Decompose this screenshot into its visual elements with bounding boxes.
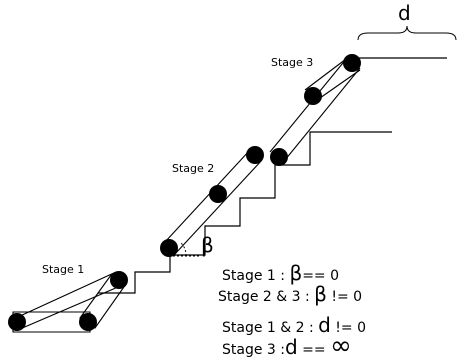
stage2-label: Stage 2	[172, 162, 214, 175]
beta-angle-indicator	[169, 242, 200, 257]
stage1-label: Stage 1	[42, 263, 84, 276]
robot-stage2	[160, 146, 264, 257]
robot-stage1	[8, 271, 128, 333]
robot-stage2-wheel	[160, 239, 178, 257]
equation-line1: Stage 1 : β== 0	[222, 261, 339, 285]
robot-stage2-wheel	[246, 146, 264, 164]
robot-stage3-wheel	[270, 148, 288, 166]
d-brace	[357, 25, 457, 41]
robot-stage2-wheel	[209, 185, 227, 203]
robot-stage1-wheel	[110, 271, 128, 289]
robot-stage1-wheel	[8, 313, 26, 331]
robot-stage3	[269, 54, 361, 166]
beta-label: β	[201, 233, 214, 257]
d-label: d	[398, 1, 411, 25]
staircase	[98, 131, 392, 294]
robot-stage1-wheel	[79, 313, 97, 331]
equation-line4: Stage 3 :d == ∞	[222, 331, 352, 361]
robot-stage3-wheel	[343, 54, 361, 72]
equation-line3: Stage 1 & 2 : d != 0	[222, 313, 366, 337]
equation-line2: Stage 2 & 3 : β != 0	[218, 282, 362, 306]
stage3-label: Stage 3	[271, 56, 313, 69]
robot-stage3-wheel	[304, 87, 322, 105]
